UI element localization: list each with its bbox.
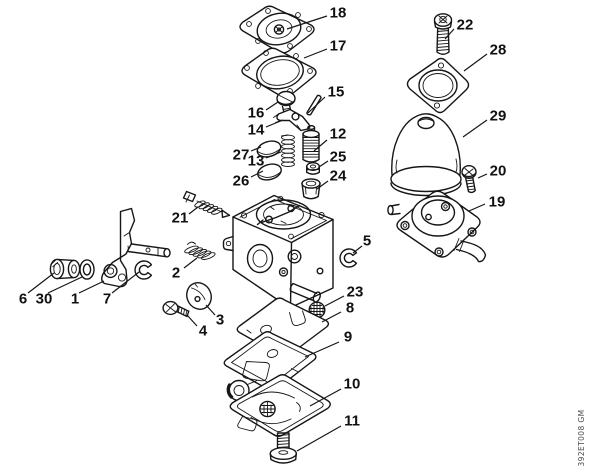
- callout-label-23: 23: [347, 284, 364, 301]
- part-28-gasket: [406, 57, 470, 114]
- callout-leader-1: [78, 280, 105, 294]
- callout-label-5: 5: [363, 233, 371, 250]
- part-13-spring: [281, 134, 295, 167]
- callout-leader-8: [321, 311, 342, 323]
- callout-label-30: 30: [36, 291, 53, 308]
- callout-label-3: 3: [216, 312, 224, 329]
- part-6-bushing: [49, 258, 81, 280]
- callout-leader-13: [265, 151, 282, 159]
- part-27-plug: [256, 140, 282, 158]
- callout-label-27: 27: [233, 147, 250, 164]
- callout-label-19: 19: [489, 194, 506, 211]
- callout-label-18: 18: [330, 5, 347, 22]
- part-17-gasket: [241, 47, 317, 98]
- callout-label-22: 22: [457, 17, 474, 34]
- part-2-spring: [184, 241, 216, 260]
- part-5-c-clip: [339, 248, 358, 268]
- callout-leader-29: [462, 119, 488, 138]
- part-25-nut: [306, 161, 321, 175]
- part-18-cover-plate: [239, 5, 315, 54]
- callout-label-28: 28: [490, 42, 507, 59]
- part-12-screen-cylinder: [302, 124, 320, 163]
- callout-leader-28: [463, 53, 488, 72]
- part-19-pump-body: [387, 190, 487, 263]
- callout-label-12: 12: [330, 126, 347, 143]
- part-11-screw: [269, 432, 297, 464]
- callout-leader-7: [111, 271, 140, 294]
- part-21-idle-screw: [182, 190, 231, 218]
- callout-label-11: 11: [344, 413, 360, 430]
- callout-label-21: 21: [172, 210, 189, 227]
- callout-leader-24: [316, 180, 329, 190]
- callout-leader-5: [352, 245, 363, 254]
- callout-leader-10: [309, 388, 342, 407]
- callout-label-9: 9: [344, 329, 352, 346]
- part-4-screw: [162, 300, 190, 318]
- part-10-end-cover: [226, 374, 331, 437]
- callout-leader-21: [188, 206, 199, 215]
- callout-leader-14: [265, 119, 284, 128]
- callout-leader-16: [265, 101, 279, 111]
- callout-leader-2: [183, 257, 198, 269]
- callout-leader-4: [186, 314, 198, 327]
- callout-label-7: 7: [103, 291, 111, 308]
- part-7-e-clip: [134, 260, 153, 280]
- watermark-code: 392ET008 GM: [577, 409, 586, 466]
- callout-label-14: 14: [248, 122, 265, 139]
- callout-leader-25: [318, 160, 329, 168]
- callout-leader-12: [313, 139, 328, 152]
- callout-leader-27: [250, 146, 262, 152]
- part-16-screw: [276, 90, 296, 120]
- callout-leader-20: [477, 173, 488, 179]
- callout-leader-9: [304, 341, 340, 358]
- callout-label-15: 15: [328, 84, 345, 101]
- part-24-valve-cylinder: [301, 178, 321, 200]
- callout-leader-11: [296, 425, 342, 452]
- callout-label-20: 20: [490, 163, 507, 180]
- callout-label-24: 24: [330, 168, 347, 185]
- callout-leader-26: [250, 170, 264, 178]
- callout-leader-17: [303, 48, 328, 59]
- carburetor-body: [222, 194, 334, 309]
- callout-label-2: 2: [172, 265, 180, 282]
- part-22-screw: [433, 13, 453, 55]
- callout-leader-15: [307, 96, 326, 114]
- part-26-plug: [257, 163, 282, 181]
- callout-leader-22: [444, 28, 455, 40]
- callout-label-1: 1: [71, 291, 79, 308]
- callout-label-17: 17: [330, 38, 347, 55]
- callout-label-16: 16: [248, 105, 265, 122]
- callout-leader-30: [47, 276, 83, 294]
- callout-label-26: 26: [233, 173, 250, 190]
- part-20-screw: [461, 164, 477, 194]
- part-14-metering-lever: [273, 108, 311, 132]
- callout-label-8: 8: [346, 300, 354, 317]
- callout-label-6: 6: [19, 291, 27, 308]
- part-30-washer: [79, 259, 95, 280]
- part-29-primer-bulb: [390, 113, 462, 197]
- callout-leader-18: [286, 15, 328, 30]
- callout-label-25: 25: [330, 149, 347, 166]
- callout-label-29: 29: [490, 108, 507, 125]
- callout-label-13: 13: [248, 153, 265, 170]
- callout-leader-19: [468, 203, 486, 212]
- callout-label-10: 10: [344, 376, 361, 393]
- callout-leader-3: [205, 304, 216, 316]
- callout-label-4: 4: [199, 323, 208, 340]
- part-3-throttle-disc: [186, 282, 212, 310]
- callout-leader-23: [324, 295, 345, 307]
- callout-leader-6: [27, 272, 55, 294]
